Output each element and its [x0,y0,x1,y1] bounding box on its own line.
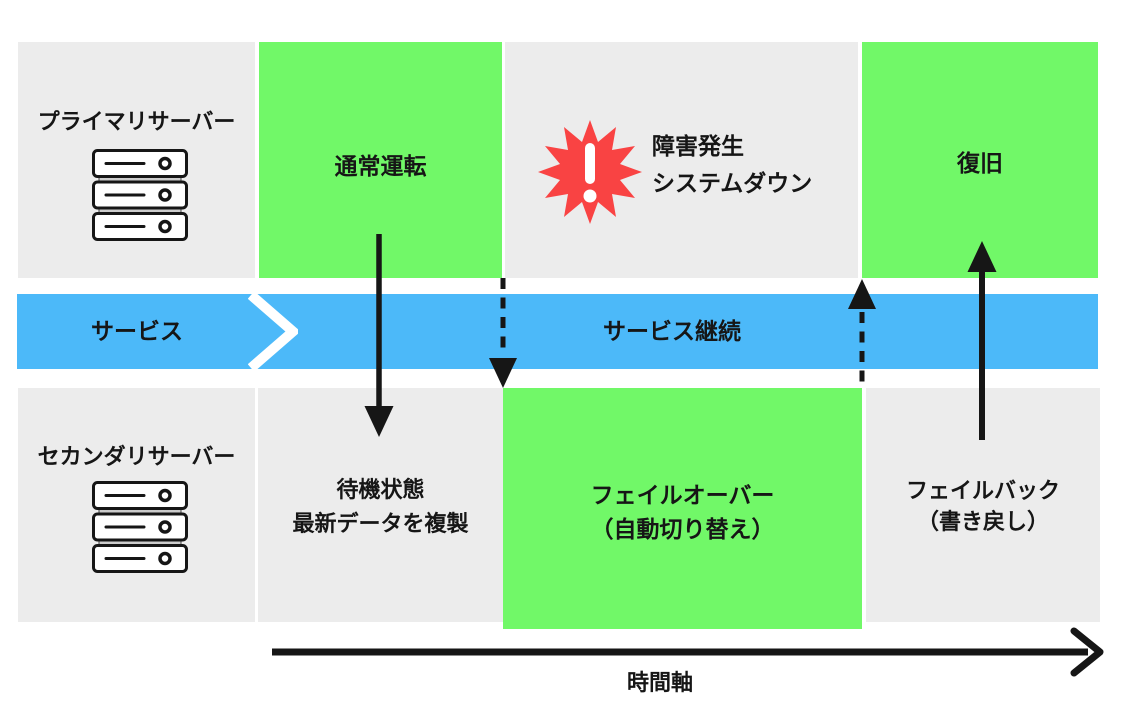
normal-operation-label: 通常運転 [334,153,427,179]
burst-alert-icon [538,120,642,224]
failover-line2: （自動切り替え） [590,516,775,542]
failure-text: 障害発生 システムダウン [652,128,812,202]
failover-line1: フェイルオーバー [590,482,775,508]
failback-line1: フェイルバック [905,478,1060,503]
recovery-label: 復旧 [957,150,1003,176]
primary-server-label: プライマリサーバー [37,109,236,134]
service-label: サービス [91,318,183,344]
server-icon [92,481,188,573]
service-band [17,294,1098,369]
failure-panel: 障害発生 システムダウン [505,42,858,278]
failback-line2: （書き戻し） [916,509,1049,534]
failback-panel: フェイルバック （書き戻し） [866,388,1100,622]
standby-line1: 待機状態 [336,477,425,502]
recovery-box: 復旧 [862,42,1098,278]
failure-line2: システムダウン [652,170,813,196]
secondary-server-panel: セカンダリサーバー [18,388,255,622]
primary-server-panel: プライマリサーバー [18,42,255,278]
failback-text: フェイルバック （書き戻し） [866,475,1100,537]
standby-panel: 待機状態 最新データを複製 [258,388,503,622]
failover-box: フェイルオーバー （自動切り替え） [503,388,862,629]
time-axis-label: 時間軸 [626,670,693,695]
failover-text: フェイルオーバー （自動切り替え） [503,478,862,546]
secondary-server-label: セカンダリサーバー [37,444,236,469]
normal-operation-box: 通常運転 [259,42,502,278]
server-icon [92,149,188,241]
standby-text: 待機状態 最新データを複製 [258,473,503,541]
standby-line2: 最新データを複製 [292,511,469,536]
failure-line1: 障害発生 [652,133,744,159]
service-continuity-label: サービス継続 [603,318,741,344]
